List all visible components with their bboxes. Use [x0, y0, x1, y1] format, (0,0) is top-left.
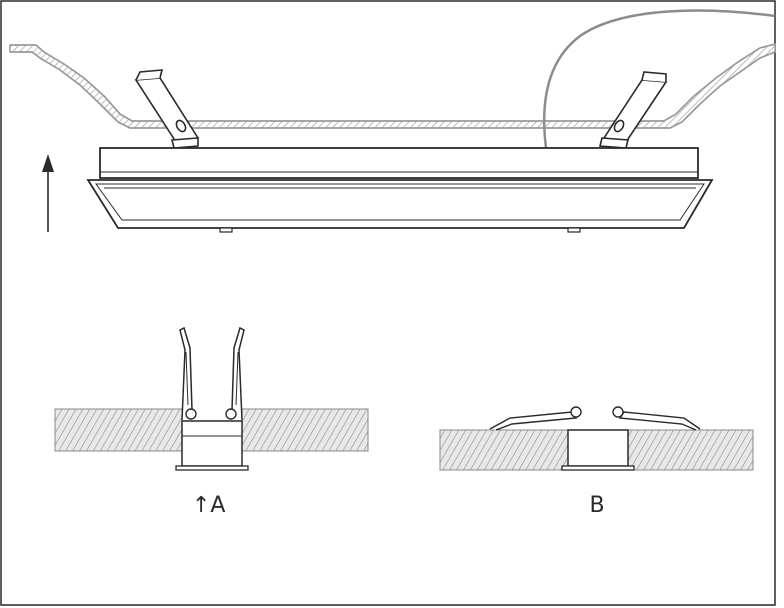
power-cable [542, 9, 776, 149]
spring-clip-left [134, 69, 200, 149]
detail-a [54, 326, 369, 471]
ceiling-section-a-left [54, 408, 183, 452]
ceiling-section-b-right [627, 429, 754, 471]
ceiling-cutaway [9, 43, 776, 129]
spring-clip-right [598, 71, 668, 149]
label-a: ↑A [192, 493, 225, 518]
push-up-arrow [42, 154, 54, 232]
light-fixture [86, 147, 714, 233]
label-b: B [589, 493, 604, 518]
ceiling-section-a-right [241, 408, 369, 452]
detail-b [439, 406, 754, 471]
ceiling-section-b-left [439, 429, 569, 471]
